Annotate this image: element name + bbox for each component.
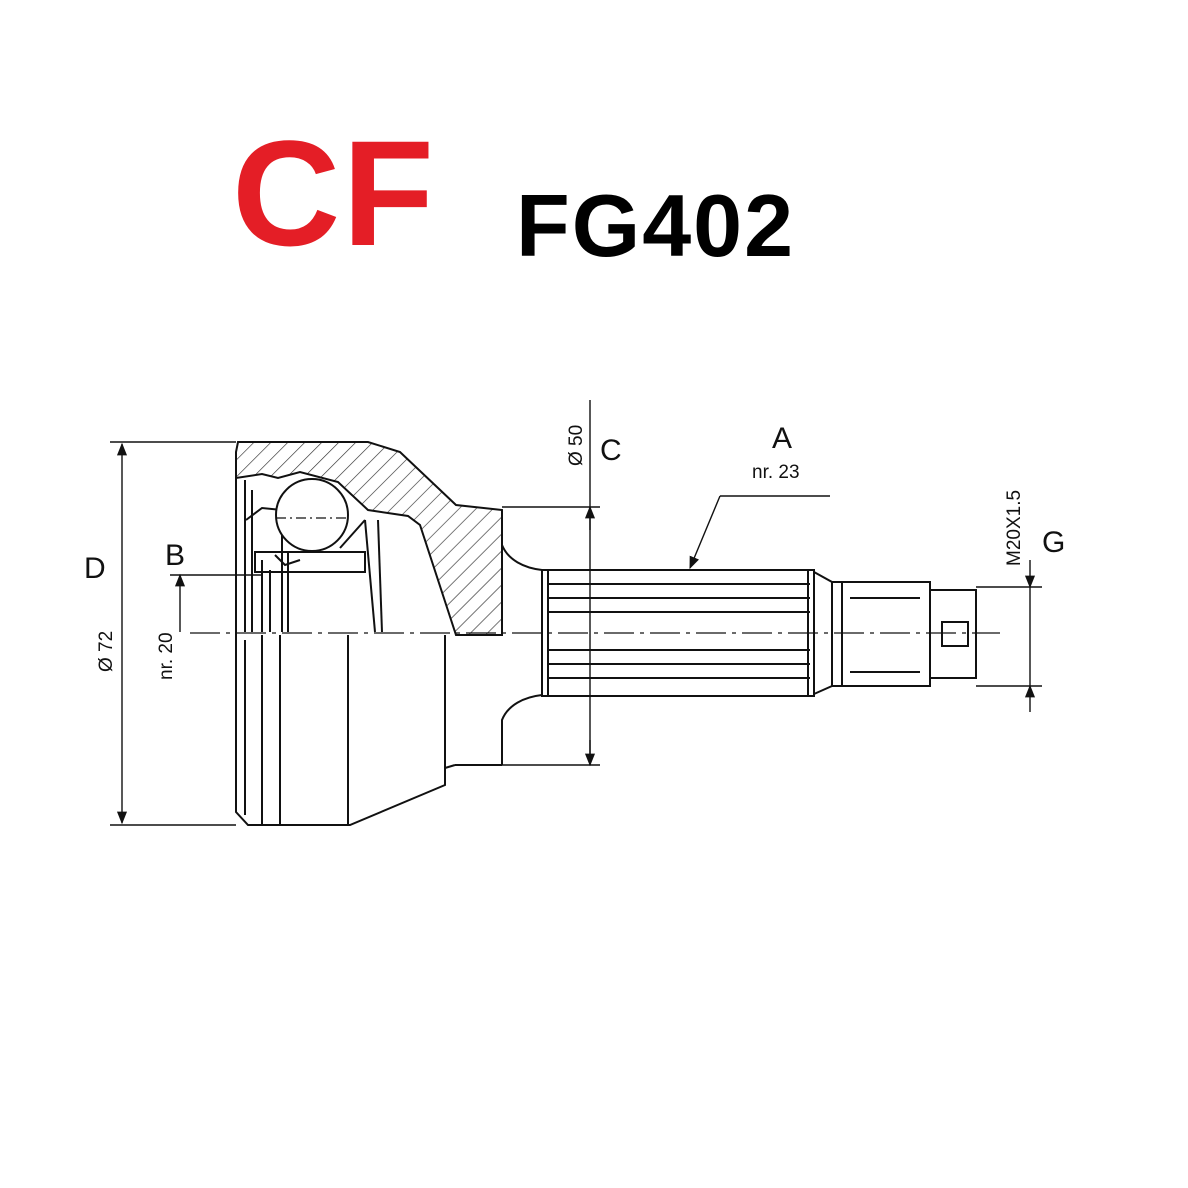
label-c: C	[600, 434, 622, 467]
label-thread: M20X1.5	[1004, 490, 1025, 566]
end-nut	[929, 589, 977, 679]
label-nr20: nr. 20	[156, 632, 177, 680]
part-code: FG402	[516, 176, 796, 275]
stub-shaft	[501, 510, 977, 765]
nut-flat	[941, 621, 969, 647]
ball	[275, 478, 349, 552]
dimensions	[110, 400, 1042, 826]
label-dia72: Ø 72	[96, 631, 117, 672]
label-d: D	[84, 552, 106, 585]
label-a: A	[772, 422, 792, 455]
label-b: B	[165, 539, 185, 572]
label-nr23: nr. 23	[752, 462, 800, 483]
race-top	[254, 551, 366, 573]
brand-logo: CF	[232, 109, 436, 277]
outer-housing	[235, 441, 503, 826]
label-g: G	[1042, 526, 1065, 559]
label-dia50: Ø 50	[566, 425, 587, 466]
header: CF FG402	[0, 0, 1188, 300]
housing-section-hatch	[235, 441, 503, 636]
